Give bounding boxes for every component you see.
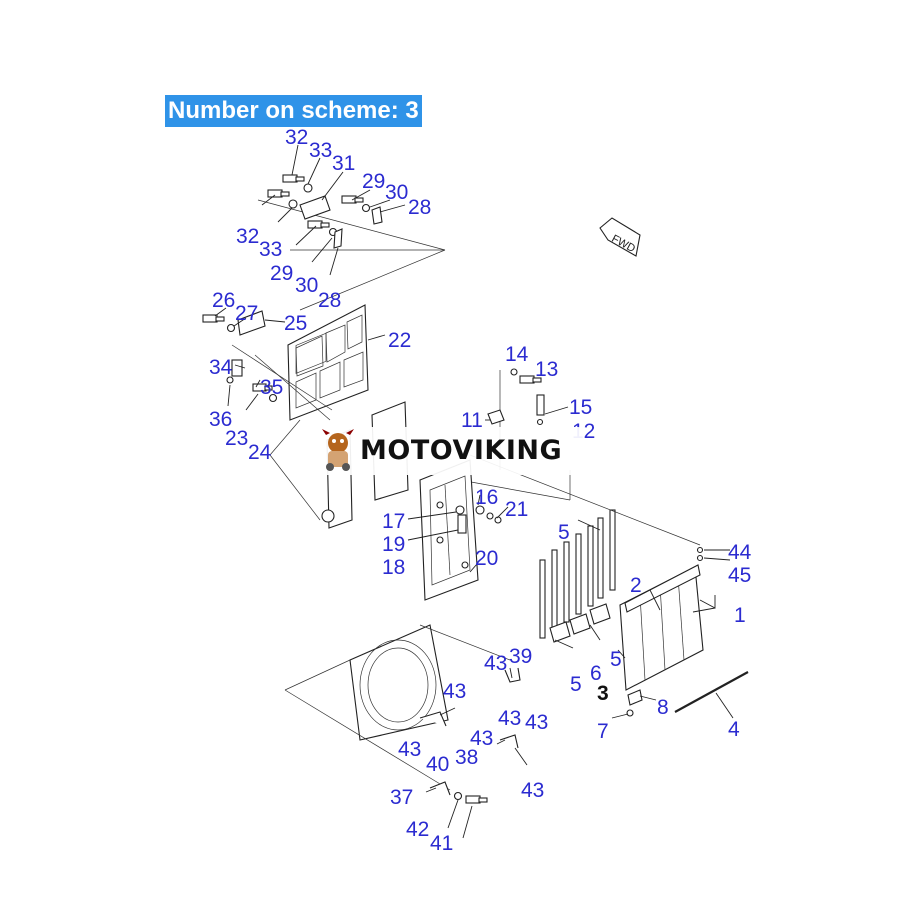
part-label: 16 xyxy=(475,486,498,509)
part-label: 23 xyxy=(225,427,248,450)
part-label: 2 xyxy=(630,574,642,597)
part-label: 33 xyxy=(259,238,282,261)
part-label: 30 xyxy=(385,181,408,204)
part-label: 43 xyxy=(525,711,548,734)
part-label: 27 xyxy=(235,302,258,325)
part-label: 38 xyxy=(455,746,478,769)
part-label: 1 xyxy=(734,604,746,627)
part-label: 5 xyxy=(558,521,570,544)
part-label: 13 xyxy=(535,358,558,381)
part-label: 28 xyxy=(408,196,431,219)
part-label: 45 xyxy=(728,564,751,587)
part-label: 43 xyxy=(498,707,521,730)
part-label: 42 xyxy=(406,818,429,841)
bottom-brackets xyxy=(419,667,528,839)
part-label: 18 xyxy=(382,556,405,579)
part-label: 32 xyxy=(285,126,308,149)
part-labels: 32 33 31 29 30 28 32 33 29 30 28 26 27 2… xyxy=(209,126,752,855)
part-label: 28 xyxy=(318,289,341,312)
part-label: 29 xyxy=(270,262,293,285)
part-label: 17 xyxy=(382,510,405,533)
part-label: 20 xyxy=(475,547,498,570)
part-label: 43 xyxy=(470,727,493,750)
part-label: 5 xyxy=(610,648,622,671)
part-label: 21 xyxy=(505,498,528,521)
part-label: 6 xyxy=(590,662,602,685)
part-label: 4 xyxy=(728,718,740,741)
part-label: 11 xyxy=(461,409,483,432)
part-label: 15 xyxy=(569,396,592,419)
part-label: 44 xyxy=(728,541,752,564)
part-label: 31 xyxy=(332,152,355,175)
part-label: 5 xyxy=(570,673,582,696)
part-label: 43 xyxy=(484,652,507,675)
fwd-arrow-icon: FWD xyxy=(599,217,641,257)
part-label: 33 xyxy=(309,139,332,162)
brand-logo-icon xyxy=(322,429,354,471)
part-label: 40 xyxy=(426,753,449,776)
top-bracket-assembly xyxy=(257,144,446,311)
part-label: 8 xyxy=(657,696,669,719)
part-label: 35 xyxy=(260,376,283,399)
part-label: 43 xyxy=(521,779,544,802)
part-label: 34 xyxy=(209,356,233,379)
brand-name: MOTOVIKING xyxy=(360,435,563,466)
part-label: 37 xyxy=(390,786,413,809)
radiator-core xyxy=(469,454,749,719)
part-label: 39 xyxy=(509,645,532,668)
scheme-number-banner: Number on scheme: 3 xyxy=(165,95,422,127)
center-block xyxy=(407,368,569,601)
fan-shroud xyxy=(284,624,511,791)
part-label: 30 xyxy=(295,274,318,297)
part-label: 19 xyxy=(382,533,405,556)
brand-watermark: MOTOVIKING xyxy=(312,427,584,475)
part-label: 26 xyxy=(212,289,235,312)
part-label: 43 xyxy=(398,738,421,761)
part-label: 7 xyxy=(597,720,609,743)
part-label: 32 xyxy=(236,225,259,248)
part-label: 25 xyxy=(284,312,307,335)
part-label: 24 xyxy=(248,441,272,464)
part-label: 22 xyxy=(388,329,411,352)
part-label: 36 xyxy=(209,408,232,431)
part-label: 41 xyxy=(430,832,453,855)
shroud-plate xyxy=(202,304,386,421)
part-label: 14 xyxy=(505,343,529,366)
part-label: 43 xyxy=(443,680,466,703)
part-label: 29 xyxy=(362,170,385,193)
part-label: 3 xyxy=(597,682,609,705)
